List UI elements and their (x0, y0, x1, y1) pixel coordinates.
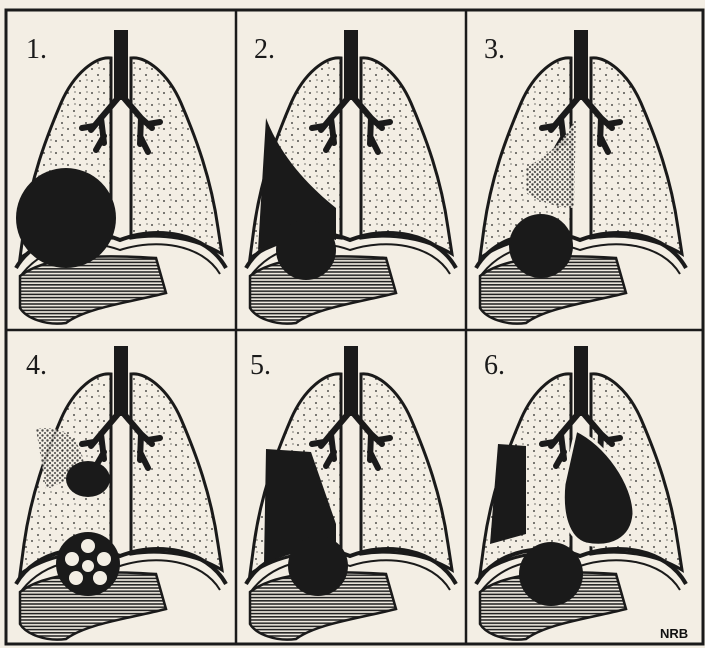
panel-2-label: 2. (254, 34, 275, 65)
panel-4: 4. (16, 346, 226, 640)
panel-3-mass (509, 214, 573, 278)
panel-1-mass (16, 168, 116, 268)
panel-2-mass (276, 220, 336, 280)
panel-3: 3. (476, 30, 686, 324)
panel-1: 1. (16, 30, 226, 324)
panel-5: 5. (246, 346, 456, 640)
panel-6-effusion (490, 444, 526, 544)
panel-6-label: 6. (484, 350, 505, 381)
panel-6-mass (519, 542, 583, 606)
panel-1-label: 1. (26, 34, 47, 65)
signature: NRB (660, 626, 688, 641)
panel-6: 6. (476, 346, 686, 640)
panel-4-hilar-mass (66, 461, 110, 497)
panel-2: 2. (246, 30, 456, 324)
panel-5-mass (288, 536, 348, 596)
panel-5-label: 5. (250, 350, 271, 381)
panel-3-label: 3. (484, 34, 505, 65)
panel-4-label: 4. (26, 350, 47, 381)
